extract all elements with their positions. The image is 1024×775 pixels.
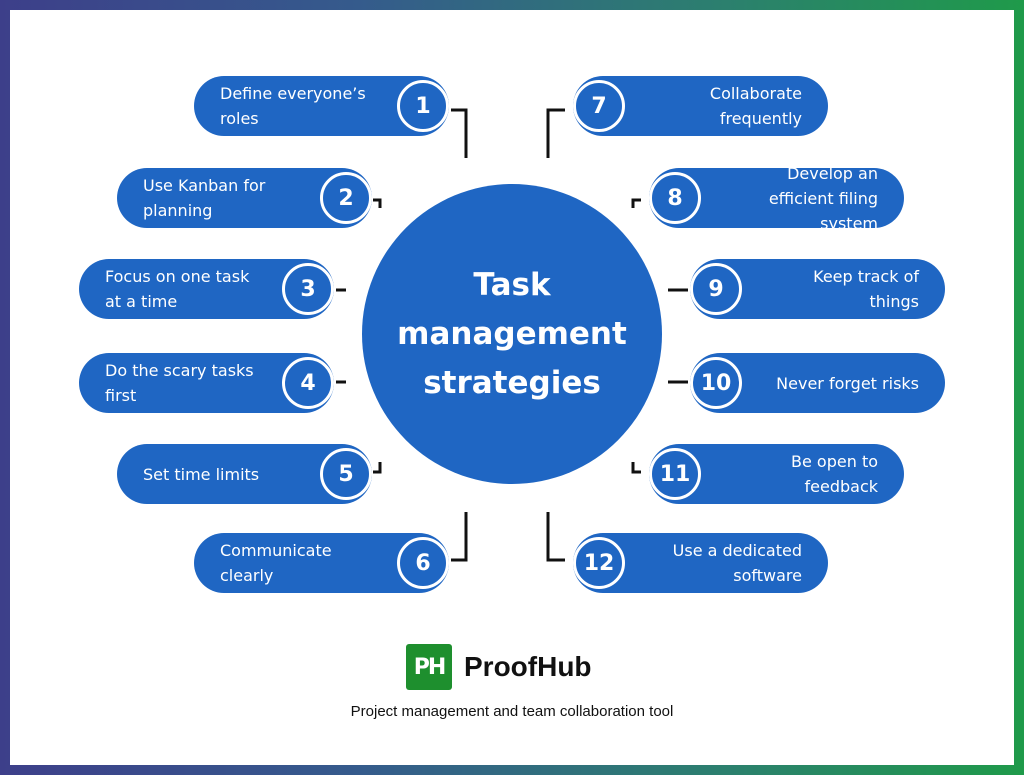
strategy-label-6: Communicate clearly bbox=[220, 541, 332, 585]
strategy-label-7: Collaborate frequently bbox=[709, 84, 802, 128]
strategy-label-9: Keep track of things bbox=[813, 267, 919, 311]
strategy-number-badge-7: 7 bbox=[573, 80, 625, 132]
proofhub-logo: PH ProofHub bbox=[406, 644, 592, 690]
connector-12 bbox=[546, 512, 565, 562]
proofhub-logo-mark: PH bbox=[406, 644, 452, 690]
strategy-label-5: Set time limits bbox=[143, 464, 260, 484]
brand-tagline: Project management and team collaboratio… bbox=[350, 703, 674, 720]
strategy-pill-4: Do the scary tasks first 4 bbox=[79, 353, 334, 413]
strategy-pill-3: Focus on one task at a time 3 bbox=[79, 259, 334, 319]
strategy-number-badge-6: 6 bbox=[397, 537, 449, 589]
connector-2 bbox=[373, 198, 382, 208]
strategy-number-badge-8: 8 bbox=[649, 172, 701, 224]
strategy-label-1: Define everyone’s roles bbox=[220, 84, 366, 128]
connector-5 bbox=[373, 462, 382, 474]
strategy-label-3: Focus on one task at a time bbox=[105, 267, 250, 311]
strategy-label-11: Be open to feedback bbox=[791, 452, 878, 496]
strategy-number-badge-5: 5 bbox=[320, 448, 372, 500]
strategy-number-badge-12: 12 bbox=[573, 537, 625, 589]
strategy-pill-9: 9 Keep track of things bbox=[690, 259, 945, 319]
strategy-number-badge-11: 11 bbox=[649, 448, 701, 500]
strategy-pill-6: Communicate clearly 6 bbox=[194, 533, 449, 593]
strategy-number-badge-10: 10 bbox=[690, 357, 742, 409]
connector-8 bbox=[631, 198, 641, 208]
strategy-pill-10: 10 Never forget risks bbox=[690, 353, 945, 413]
brand-name: ProofHub bbox=[464, 651, 592, 682]
strategy-label-2: Use Kanban for planning bbox=[143, 176, 266, 220]
center-title: Task management strategies bbox=[397, 266, 627, 401]
strategy-number-badge-4: 4 bbox=[282, 357, 334, 409]
strategy-label-12: Use a dedicated software bbox=[672, 541, 802, 585]
strategy-number-badge-3: 3 bbox=[282, 263, 334, 315]
strategy-pill-8: 8 Develop an efficient filing system bbox=[649, 164, 904, 233]
strategy-pill-11: 11 Be open to feedback bbox=[649, 444, 904, 504]
strategy-label-4: Do the scary tasks first bbox=[105, 361, 254, 405]
connector-6 bbox=[451, 512, 468, 562]
strategy-number-badge-9: 9 bbox=[690, 263, 742, 315]
connector-7 bbox=[546, 108, 565, 158]
strategy-pill-1: Define everyone’s roles 1 bbox=[194, 76, 449, 136]
strategy-label-8: Develop an efficient filing system bbox=[768, 163, 878, 233]
strategy-pill-5: Set time limits 5 bbox=[117, 444, 372, 504]
strategy-pill-12: 12 Use a dedicated software bbox=[573, 533, 828, 593]
strategy-pill-7: 7 Collaborate frequently bbox=[573, 76, 828, 136]
strategy-pill-2: Use Kanban for planning 2 bbox=[117, 168, 372, 228]
connector-1 bbox=[451, 108, 468, 158]
strategy-label-10: Never forget risks bbox=[776, 373, 919, 393]
strategy-number-badge-2: 2 bbox=[320, 172, 372, 224]
strategy-number-badge-1: 1 bbox=[397, 80, 449, 132]
connector-11 bbox=[631, 462, 641, 474]
center-circle: Task management strategies bbox=[362, 184, 662, 484]
